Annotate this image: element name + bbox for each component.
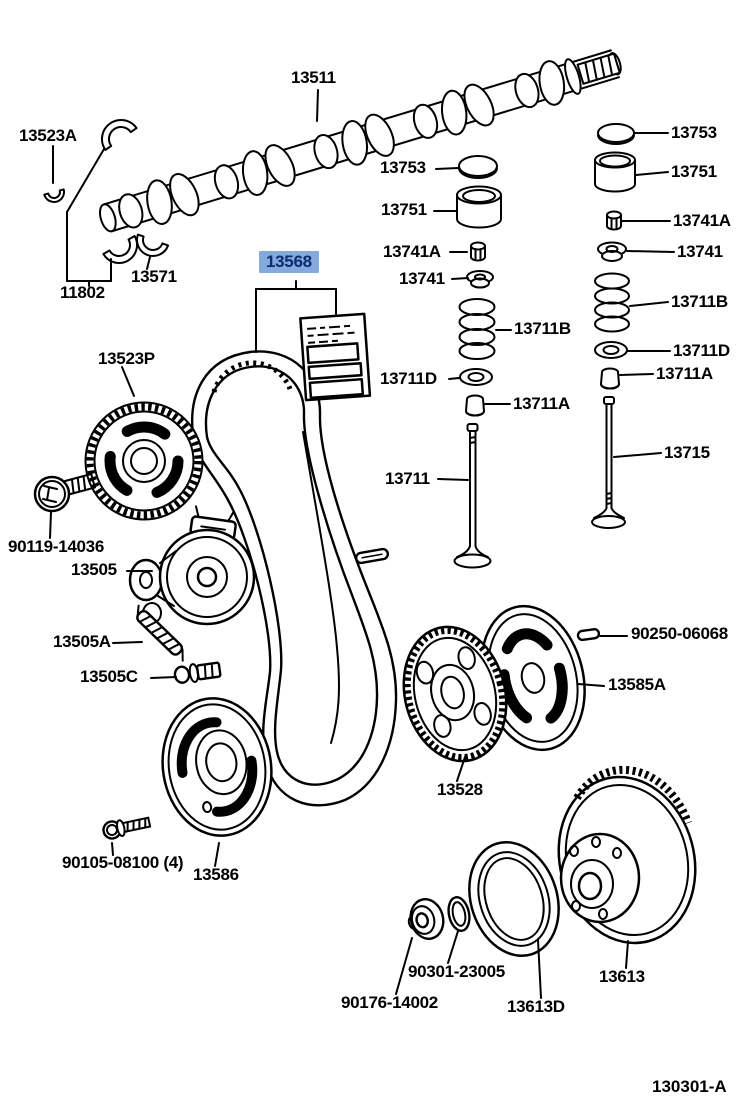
part-label-13711B[interactable]: 13711B xyxy=(671,292,728,311)
tensioner-stud-drawing xyxy=(173,661,222,684)
crank-pulley-drawing xyxy=(557,765,697,945)
crank-guide-drawing xyxy=(480,604,586,752)
part-label-13585A[interactable]: 13585A xyxy=(608,675,666,694)
part-label-13586[interactable]: 13586 xyxy=(193,865,239,884)
belt-label-bracket xyxy=(255,280,337,353)
valve-right xyxy=(591,396,626,529)
part-label-13711B[interactable]: 13711B xyxy=(514,319,571,338)
part-label-90301-23005[interactable]: 90301-23005 xyxy=(408,962,505,981)
idler-pulley-drawing xyxy=(161,697,273,837)
part-label-90250-06068[interactable]: 90250-06068 xyxy=(631,624,728,643)
pin-crank-drawing xyxy=(576,628,601,642)
part-label-90119-14036[interactable]: 90119-14036 xyxy=(8,537,104,556)
part-label-13505[interactable]: 13505 xyxy=(71,560,117,579)
bearing-shell-upper-drawing xyxy=(101,119,138,151)
valve-mid xyxy=(453,423,492,569)
thrust-washer-drawing xyxy=(136,233,170,257)
part-label-13505A[interactable]: 13505A xyxy=(53,632,111,651)
part-label-13711D[interactable]: 13711D xyxy=(380,369,437,388)
bearing-clip-drawing xyxy=(43,188,65,203)
part-label-13613[interactable]: 13613 xyxy=(599,967,645,986)
crank-hub-drawing xyxy=(407,898,445,940)
part-label-13528[interactable]: 13528 xyxy=(437,780,483,799)
part-label-13741[interactable]: 13741 xyxy=(677,242,723,261)
belt-caution-sticker xyxy=(299,312,372,402)
camshaft-drawing xyxy=(98,49,622,233)
valve-parts-mid-column xyxy=(453,155,502,569)
part-label-13571[interactable]: 13571 xyxy=(131,267,177,286)
part-label-13523P[interactable]: 13523P xyxy=(98,349,155,368)
figure-code: 130301-A xyxy=(652,1077,727,1096)
part-label-90176-14002[interactable]: 90176-14002 xyxy=(341,993,438,1012)
part-label-11802[interactable]: 11802 xyxy=(60,283,105,302)
part-label-13753[interactable]: 13753 xyxy=(380,158,426,177)
valve-spring-mid xyxy=(458,298,496,360)
part-label-13741A[interactable]: 13741A xyxy=(673,211,731,230)
part-label-13511[interactable]: 13511 xyxy=(291,68,336,87)
valve-spring-right xyxy=(594,272,630,333)
timing-belt-drawing xyxy=(191,350,398,807)
o-ring-drawing xyxy=(447,896,471,932)
part-label-13751[interactable]: 13751 xyxy=(671,162,717,181)
tensioner-spring-drawing xyxy=(136,604,184,662)
part-label-13715[interactable]: 13715 xyxy=(664,443,710,462)
idler-bolt-drawing xyxy=(102,816,152,840)
part-label-13711A[interactable]: 13711A xyxy=(656,364,713,383)
cam-pulley-drawing xyxy=(84,401,204,521)
oil-seal-drawing xyxy=(468,841,560,957)
part-label-13505C[interactable]: 13505C xyxy=(80,667,138,686)
part-label-13751[interactable]: 13751 xyxy=(381,200,427,219)
part-label-13711[interactable]: 13711 xyxy=(385,469,430,488)
tensioner-drawing xyxy=(128,505,256,626)
part-label-13711D[interactable]: 13711D xyxy=(673,341,730,360)
part-label-13741A[interactable]: 13741A xyxy=(383,242,441,261)
pin-drawing xyxy=(354,547,390,565)
leader-lines xyxy=(49,89,675,999)
crank-sprocket-drawing xyxy=(402,625,508,763)
cam-bolt-drawing xyxy=(33,472,96,513)
valve-parts-right-column xyxy=(591,123,636,529)
part-label-13741[interactable]: 13741 xyxy=(399,269,445,288)
part-label-13523A[interactable]: 13523A xyxy=(19,126,77,145)
part-label-90105-08100-4-[interactable]: 90105-08100 (4) xyxy=(62,853,184,872)
bearing-shell-lower-drawing xyxy=(102,235,138,264)
part-label-13711A[interactable]: 13711A xyxy=(513,394,570,413)
part-label-13753[interactable]: 13753 xyxy=(671,123,717,142)
part-label-13568[interactable]: 13568 xyxy=(259,251,319,273)
part-label-13613D[interactable]: 13613D xyxy=(507,997,565,1016)
